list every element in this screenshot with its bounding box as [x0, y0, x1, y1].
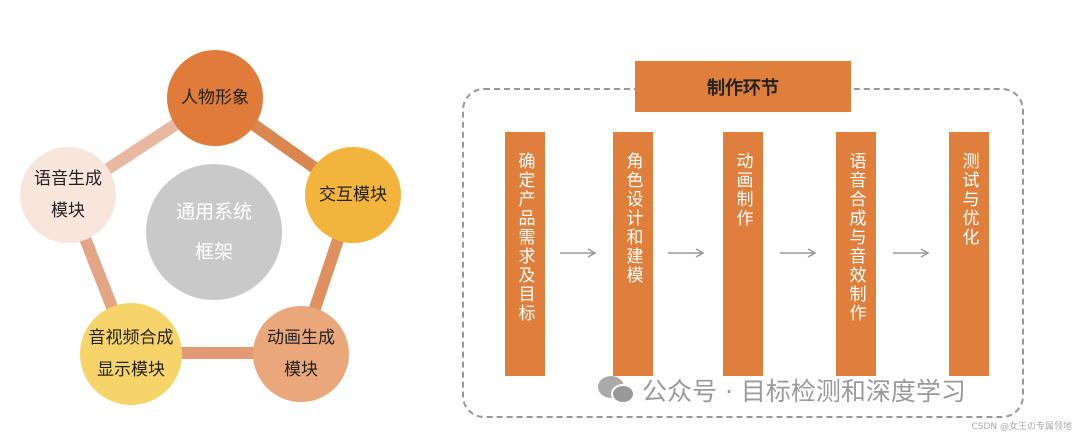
csdn-credit: CSDN @女王の专属领地	[971, 422, 1072, 432]
arrow-icon	[560, 248, 597, 258]
node-character: 人物形象	[167, 50, 263, 146]
node-animation: 动画生成 模块	[253, 306, 349, 402]
watermark-text: 公众号 · 目标检测和深度学习	[642, 377, 966, 406]
node-label: 动画生成 模块	[267, 328, 335, 380]
step-label: 确定产品需求及目标	[514, 152, 535, 323]
node-av-display: 音视频合成 显示模块	[80, 303, 182, 405]
step-3: 动画制作	[723, 132, 763, 376]
step-label: 动画制作	[732, 152, 753, 228]
step-5: 测试与优化	[949, 132, 989, 376]
watermark: 公众号 · 目标检测和深度学习	[596, 372, 966, 408]
arrow-icon	[893, 248, 930, 258]
node-label: 交互模块	[319, 185, 387, 205]
step-label: 角色设计和建模	[622, 152, 643, 285]
process-title: 制作环节	[635, 61, 851, 112]
node-voice: 语音生成 模块	[20, 147, 116, 243]
step-label: 语音合成与音效制作	[845, 152, 866, 323]
step-1: 确定产品需求及目标	[505, 132, 545, 376]
step-label: 测试与优化	[958, 152, 979, 247]
step-2: 角色设计和建模	[613, 132, 653, 376]
center-label: 通用系统 框架	[175, 201, 252, 263]
arrow-icon	[780, 248, 817, 258]
node-label: 人物形象	[181, 88, 249, 108]
node-label: 语音生成 模块	[34, 169, 102, 221]
node-label: 音视频合成 显示模块	[88, 328, 174, 380]
arrow-icon	[668, 248, 705, 258]
node-interaction: 交互模块	[305, 147, 401, 243]
wechat-icon	[598, 376, 635, 404]
step-4: 语音合成与音效制作	[836, 132, 876, 376]
center-node: 通用系统 框架	[146, 164, 282, 300]
